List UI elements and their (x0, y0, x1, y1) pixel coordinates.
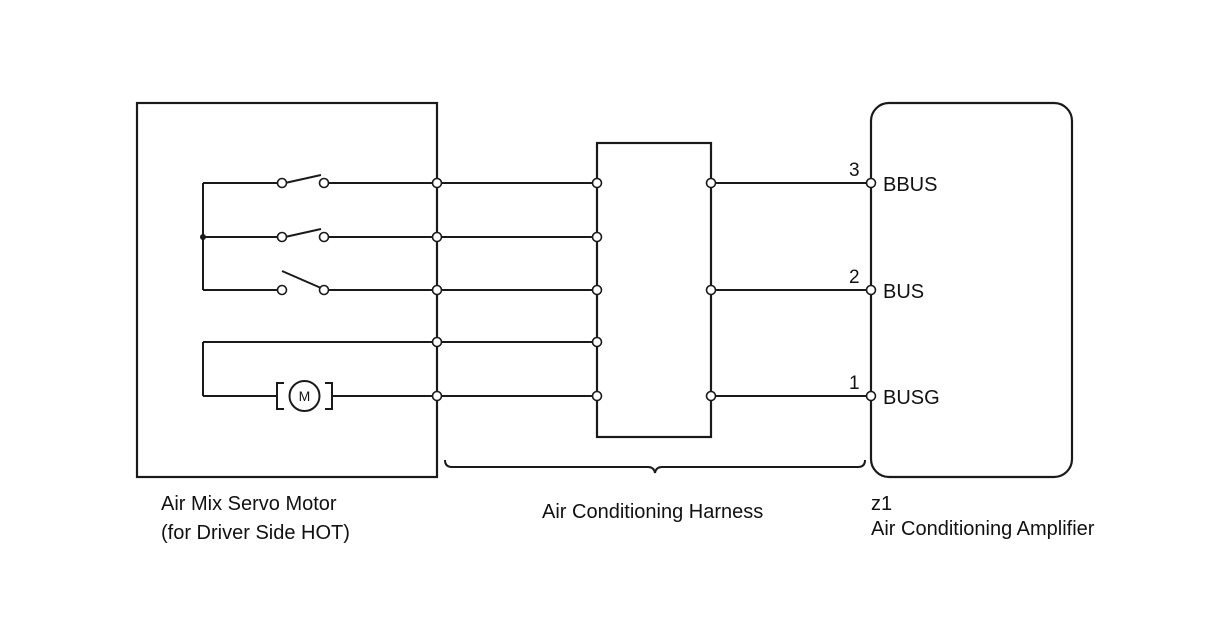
amplifier-label: Air Conditioning Amplifier (871, 518, 1095, 540)
terminal-points (431, 177, 877, 402)
servo-motor-label-line1: Air Mix Servo Motor (161, 493, 337, 515)
harness-brace (444, 459, 866, 474)
motor-label: M (299, 388, 311, 404)
amplifier-connector-code: z1 (871, 493, 892, 515)
pin-number-2: 2 (849, 267, 860, 288)
pin-label-bbus: BBUS (883, 174, 937, 196)
pin-label-busg: BUSG (883, 387, 940, 409)
pin-label-bus: BUS (883, 281, 924, 303)
motor-circuit: M (202, 341, 433, 412)
harness-label: Air Conditioning Harness (542, 501, 763, 523)
servo-motor-label-line2: (for Driver Side HOT) (161, 522, 350, 544)
servo-to-harness-wires (437, 182, 597, 397)
pin-number-1: 1 (849, 373, 860, 394)
harness-to-amplifier-wires (711, 182, 871, 397)
pin-number-3: 3 (849, 160, 860, 181)
motor-symbol (288, 380, 321, 412)
switch-circuit (200, 174, 433, 296)
harness-box (595, 141, 713, 439)
